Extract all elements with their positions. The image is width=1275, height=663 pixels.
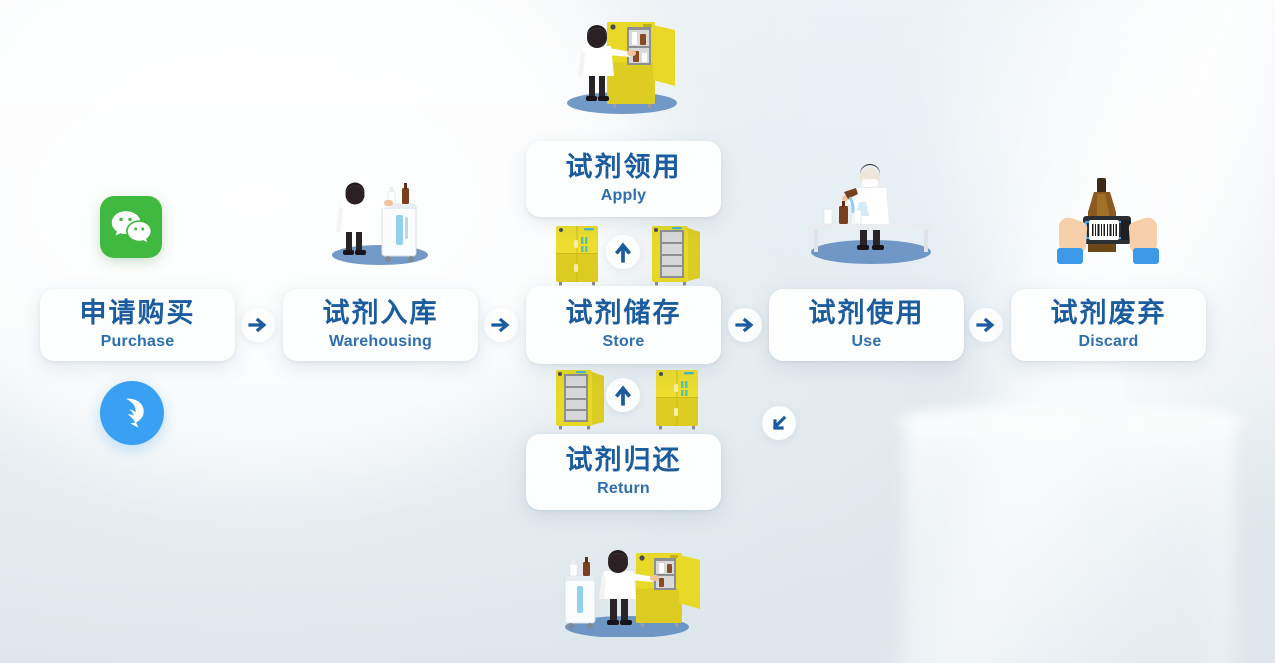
arrow-use-to-return [762,406,796,440]
dingtalk-icon[interactable] [100,381,164,445]
step-apply-cn: 试剂领用 [565,151,682,182]
step-store-en: Store [602,333,645,351]
arrow-use-to-discard [969,308,1003,342]
illustration-scientist-at-cart [318,168,442,266]
illustration-hands-scanning-bottle [1053,172,1165,272]
step-use[interactable]: 试剂使用 Use [769,289,964,361]
arrow-warehousing-to-store [484,308,518,342]
illustration-cabinet-open-lower [552,368,610,430]
arrow-return-to-store [606,378,640,412]
wechat-icon[interactable] [100,196,162,258]
step-return-en: Return [597,480,650,498]
step-apply-en: Apply [600,187,647,205]
step-purchase-en: Purchase [100,333,175,351]
step-discard-en: Discard [1078,333,1139,351]
illustration-cabinet-closed-upper [550,224,604,286]
step-warehousing-cn: 试剂入库 [322,297,439,328]
step-purchase[interactable]: 申请购买 Purchase [40,289,235,361]
step-warehousing[interactable]: 试剂入库 Warehousing [283,289,478,361]
step-use-cn: 试剂使用 [808,297,925,328]
step-store-cn: 试剂储存 [565,297,682,328]
illustration-scientist-at-bench [798,162,944,266]
illustration-cabinet-closed-lower [650,368,704,430]
step-return-cn: 试剂归还 [565,444,682,475]
step-discard[interactable]: 试剂废弃 Discard [1011,289,1206,361]
step-apply[interactable]: 试剂领用 Apply [526,141,721,217]
step-return[interactable]: 试剂归还 Return [526,434,721,510]
arrow-purchase-to-warehousing [241,308,275,342]
arrow-store-to-use [728,308,762,342]
step-discard-cn: 试剂废弃 [1050,297,1167,328]
arrow-store-to-apply [606,235,640,269]
step-store[interactable]: 试剂储存 Store [526,286,721,364]
step-purchase-cn: 申请购买 [79,297,196,328]
step-use-en: Use [851,333,882,351]
step-warehousing-en: Warehousing [329,333,432,351]
illustration-scientist-at-cabinet-top [549,8,695,114]
illustration-scientist-returning-reagent [548,533,706,637]
illustration-cabinet-open-upper [648,224,706,286]
